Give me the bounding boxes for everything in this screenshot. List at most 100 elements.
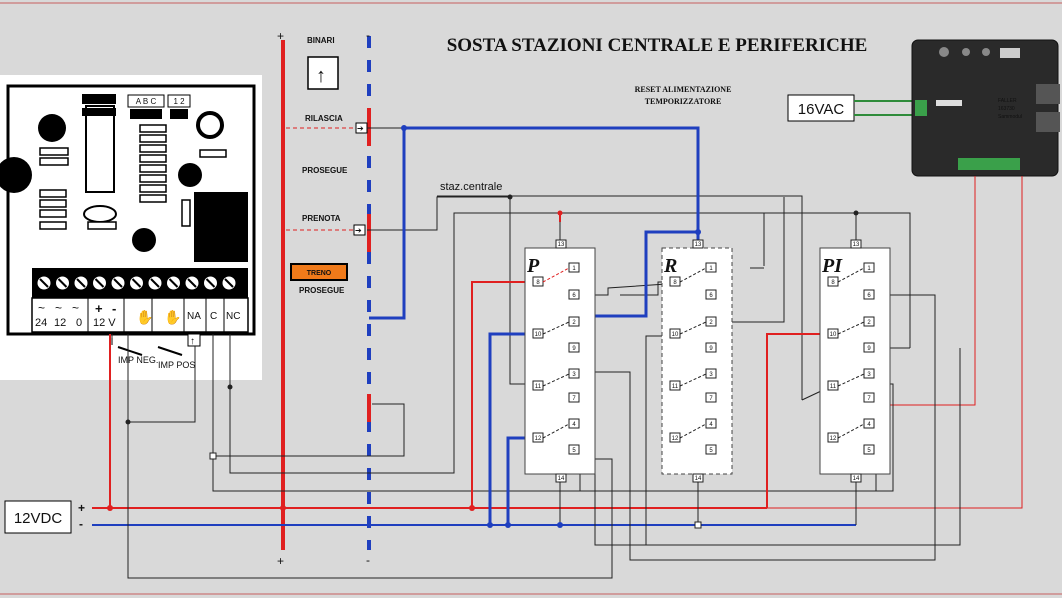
- module-screw: [982, 48, 990, 56]
- screw-slot: [94, 278, 105, 288]
- pin-label: 9: [709, 346, 713, 352]
- supply-12vdc-label: 12VDC: [14, 510, 63, 527]
- bus-minus: -: [79, 517, 83, 531]
- reset-note-line1: RESET ALIMENTAZIONE: [635, 85, 732, 94]
- module-screw: [939, 47, 949, 57]
- pin-6: [568, 289, 580, 300]
- control-board: A B C 1 2: [0, 75, 262, 380]
- capacitor: [38, 114, 66, 142]
- prenota-label: PRENOTA: [302, 214, 341, 223]
- jumper-12-frame: [167, 94, 191, 108]
- pin-1: [863, 262, 875, 273]
- pin-label: 10: [830, 332, 837, 338]
- pin-label: 12: [672, 436, 679, 442]
- terminal-label-12v: 12 V: [93, 317, 116, 329]
- pin-label: 4: [867, 422, 871, 428]
- pin-label: 3: [867, 372, 871, 378]
- pin-label: 14: [853, 476, 860, 482]
- pin-label: 10: [672, 332, 679, 338]
- treno-label: TRENO: [307, 270, 332, 277]
- blue-rail-minus-top: -: [366, 28, 370, 42]
- pin-label: 7: [709, 396, 713, 402]
- pin-4: [863, 418, 875, 429]
- sensor-arrow-icon: ➔: [355, 226, 362, 235]
- supply-16vac-label: 16VAC: [798, 101, 845, 118]
- pin-label: 1: [867, 266, 871, 272]
- pin-label: 2: [867, 320, 871, 326]
- pin-3: [863, 368, 875, 379]
- pin-label: 4: [572, 422, 576, 428]
- pin-7: [568, 392, 580, 403]
- terminal-label-c: C: [210, 311, 217, 322]
- screw-slot: [205, 278, 216, 288]
- pin-13: [555, 239, 567, 249]
- pin-label: 14: [558, 476, 565, 482]
- pin-label: 13: [695, 242, 702, 248]
- jumper-12-block: [170, 109, 188, 119]
- pin-2: [705, 316, 717, 327]
- screw-slot: [168, 278, 179, 288]
- terminal-dividers: [87, 298, 225, 332]
- pin-7: [863, 392, 875, 403]
- pushbutton-pos-icon: [157, 346, 183, 356]
- screw-slot: [224, 278, 234, 288]
- pin-label: 1: [572, 266, 576, 272]
- screw-slot: [131, 278, 142, 288]
- relays: P1314162937458101112R1314162937458101112…: [524, 239, 891, 483]
- trimmer: [196, 111, 224, 139]
- pin-3: [705, 368, 717, 379]
- staz-centrale-label: staz.centrale: [440, 181, 502, 193]
- pin-label: 9: [867, 346, 871, 352]
- pin-label: 14: [695, 476, 702, 482]
- pushbutton-neg-label: IMP NEG.: [118, 355, 158, 365]
- pin-label: 6: [709, 293, 713, 299]
- pin-label: 10: [535, 332, 542, 338]
- pin-5: [568, 444, 580, 455]
- pin-label: 11: [830, 384, 837, 390]
- bus-plus: +: [78, 501, 85, 515]
- pin-label: 6: [867, 293, 871, 299]
- plus-symbol: +: [95, 301, 103, 316]
- pin-5: [863, 444, 875, 455]
- track-area: BINARI ↑ + + - - RILASCIA ➔ PROSEGUE PRE…: [277, 28, 371, 568]
- pin-label: 6: [572, 293, 576, 299]
- pin-label: 5: [867, 448, 871, 454]
- ac-symbol-3: ~: [72, 301, 79, 315]
- pushbutton-neg-icon: [117, 346, 143, 356]
- module-terminal: [958, 158, 1020, 170]
- pin-14: [692, 473, 704, 483]
- reset-note-line2: TEMPORIZZATORE: [645, 97, 722, 106]
- module-terminal: [915, 100, 927, 116]
- pin-label: 5: [572, 448, 576, 454]
- capacitor: [0, 157, 32, 193]
- capacitor: [178, 163, 202, 187]
- jumper-abc-block: [130, 109, 162, 119]
- pin-14: [555, 473, 567, 483]
- pin-label: 2: [709, 320, 713, 326]
- pin-4: [568, 418, 580, 429]
- module-screw: [962, 48, 970, 56]
- timer-module: FALLER 163730 Sammodul: [911, 39, 1060, 177]
- capacitor: [132, 228, 156, 252]
- pin-7: [705, 392, 717, 403]
- ac-symbol-2: ~: [55, 301, 62, 315]
- pin-1: [705, 262, 717, 273]
- pin-2: [568, 316, 580, 327]
- rilascia-label: RILASCIA: [305, 114, 343, 123]
- ac-symbol-1: ~: [38, 301, 45, 315]
- hand-minus-icon: ✋: [136, 309, 153, 325]
- module-output-wire: [767, 176, 1023, 509]
- module-model: 163730: [998, 106, 1015, 112]
- minus-symbol: -: [112, 301, 116, 316]
- module-connector: [1036, 84, 1060, 104]
- arrow-up-icon: ↑: [316, 65, 326, 87]
- module-connector: [1036, 112, 1060, 132]
- terminal-label-0: 0: [76, 317, 82, 329]
- jumper-12-label: 1 2: [173, 97, 185, 106]
- screw-slot: [187, 278, 197, 288]
- pin-label: 8: [536, 280, 540, 286]
- pin-label: 7: [867, 396, 871, 402]
